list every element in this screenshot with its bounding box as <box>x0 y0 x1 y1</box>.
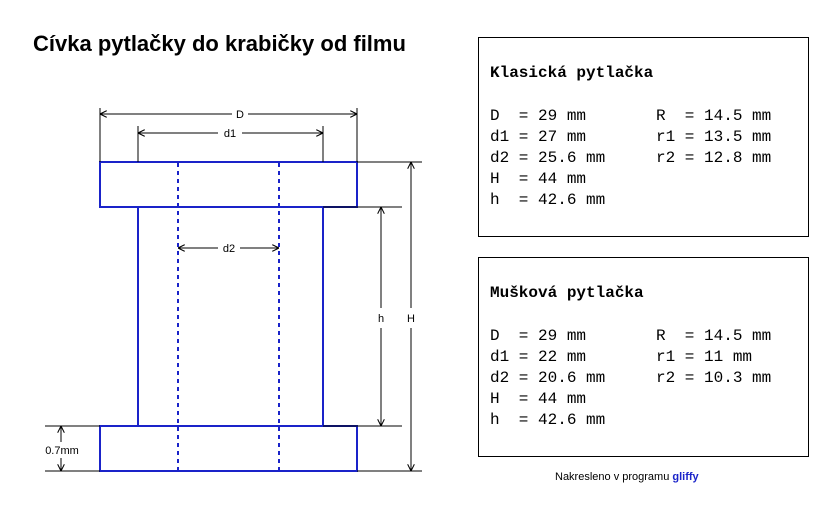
dimension-lines <box>61 114 411 471</box>
spec-value: r2 = 12.8 mm <box>656 149 772 167</box>
spec-value: R = 14.5 mm <box>656 327 772 345</box>
spec-value: h = 42.6 mm <box>490 411 606 429</box>
spec-box-classic: Klasická pytlačka D = 29 mm R = 14.5 mm … <box>478 37 809 237</box>
spec-row: d2 = 25.6 mm r2 = 12.8 mm <box>490 148 771 169</box>
spec-row: D = 29 mm R = 14.5 mm <box>490 106 771 127</box>
label-H: H <box>407 313 415 325</box>
footer-credit: Nakresleno v programu gliffy <box>555 471 699 483</box>
spec-rows-musk: D = 29 mm R = 14.5 mm d1 = 22 mm r1 = 11… <box>490 326 771 431</box>
spec-value: D = 29 mm <box>490 327 587 345</box>
extension-lines <box>45 108 422 472</box>
spec-value: D = 29 mm <box>490 107 587 125</box>
spool-outline <box>99 161 358 472</box>
spec-value: H = 44 mm <box>490 390 587 408</box>
spec-value: d1 = 22 mm <box>490 348 587 366</box>
spec-value: r2 = 10.3 mm <box>656 369 772 387</box>
spec-row: d1 = 22 mm r1 = 11 mm <box>490 347 752 368</box>
spec-row: D = 29 mm R = 14.5 mm <box>490 326 771 347</box>
spec-row: H = 44 mm <box>490 389 586 410</box>
spec-row: h = 42.6 mm <box>490 410 605 431</box>
box-title-musk: Mušková pytlačka <box>490 284 644 302</box>
spec-value: h = 42.6 mm <box>490 191 606 209</box>
spec-row: H = 44 mm <box>490 169 586 190</box>
top-flange <box>99 161 358 208</box>
spec-box-musk: Mušková pytlačka D = 29 mm R = 14.5 mm d… <box>478 257 809 457</box>
gliffy-link[interactable]: gliffy <box>672 471 699 483</box>
label-h: h <box>378 313 384 325</box>
spec-value: r1 = 11 mm <box>656 348 753 366</box>
label-d2: d2 <box>223 243 235 255</box>
spec-row: d1 = 27 mm r1 = 13.5 mm <box>490 127 771 148</box>
inner-hole-lines <box>177 163 280 470</box>
label-thickness: 0.7mm <box>45 445 79 457</box>
spec-row: d2 = 20.6 mm r2 = 10.3 mm <box>490 368 771 389</box>
bottom-flange <box>99 425 358 472</box>
spec-row: h = 42.6 mm <box>490 190 605 211</box>
page-title: Cívka pytlačky do krabičky od filmu <box>33 31 406 56</box>
spec-value: d2 = 25.6 mm <box>490 149 606 167</box>
label-d1: d1 <box>224 128 236 140</box>
spec-value: R = 14.5 mm <box>656 107 772 125</box>
footer-text: Nakresleno v programu <box>555 471 673 483</box>
spec-value: r1 = 13.5 mm <box>656 128 772 146</box>
box-title-classic: Klasická pytlačka <box>490 64 654 82</box>
spec-value: H = 44 mm <box>490 170 587 188</box>
spec-value: d2 = 20.6 mm <box>490 369 606 387</box>
spool-core <box>137 206 324 427</box>
spec-rows-classic: D = 29 mm R = 14.5 mm d1 = 27 mm r1 = 13… <box>490 106 771 211</box>
spec-value: d1 = 27 mm <box>490 128 587 146</box>
label-D: D <box>236 109 244 121</box>
